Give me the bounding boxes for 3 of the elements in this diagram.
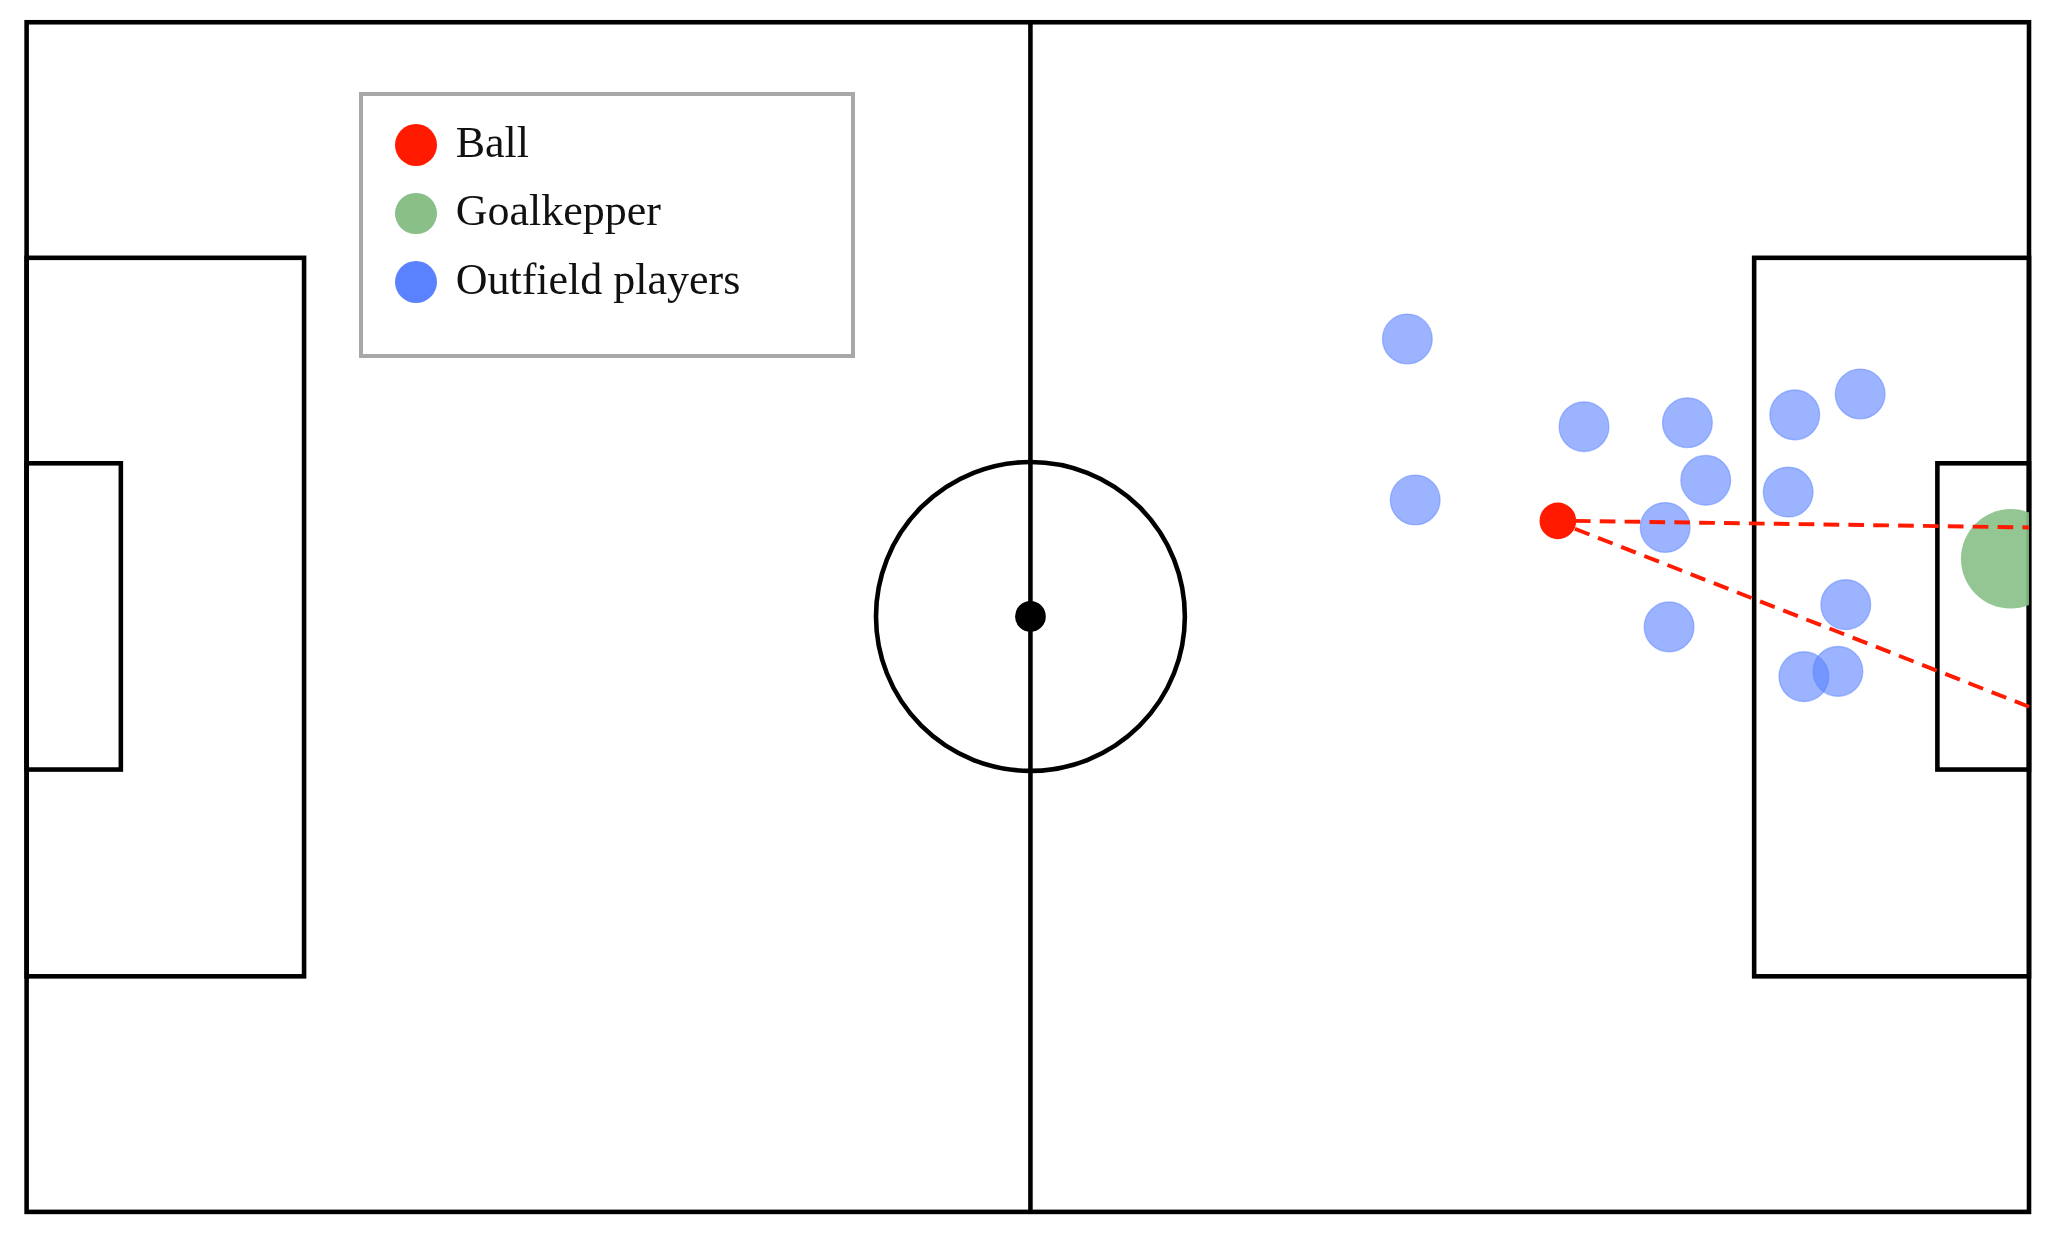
- legend-label: Goalkepper: [455, 186, 661, 237]
- legend-label: Outfield players: [455, 254, 741, 305]
- legend-label: Ball: [455, 118, 530, 169]
